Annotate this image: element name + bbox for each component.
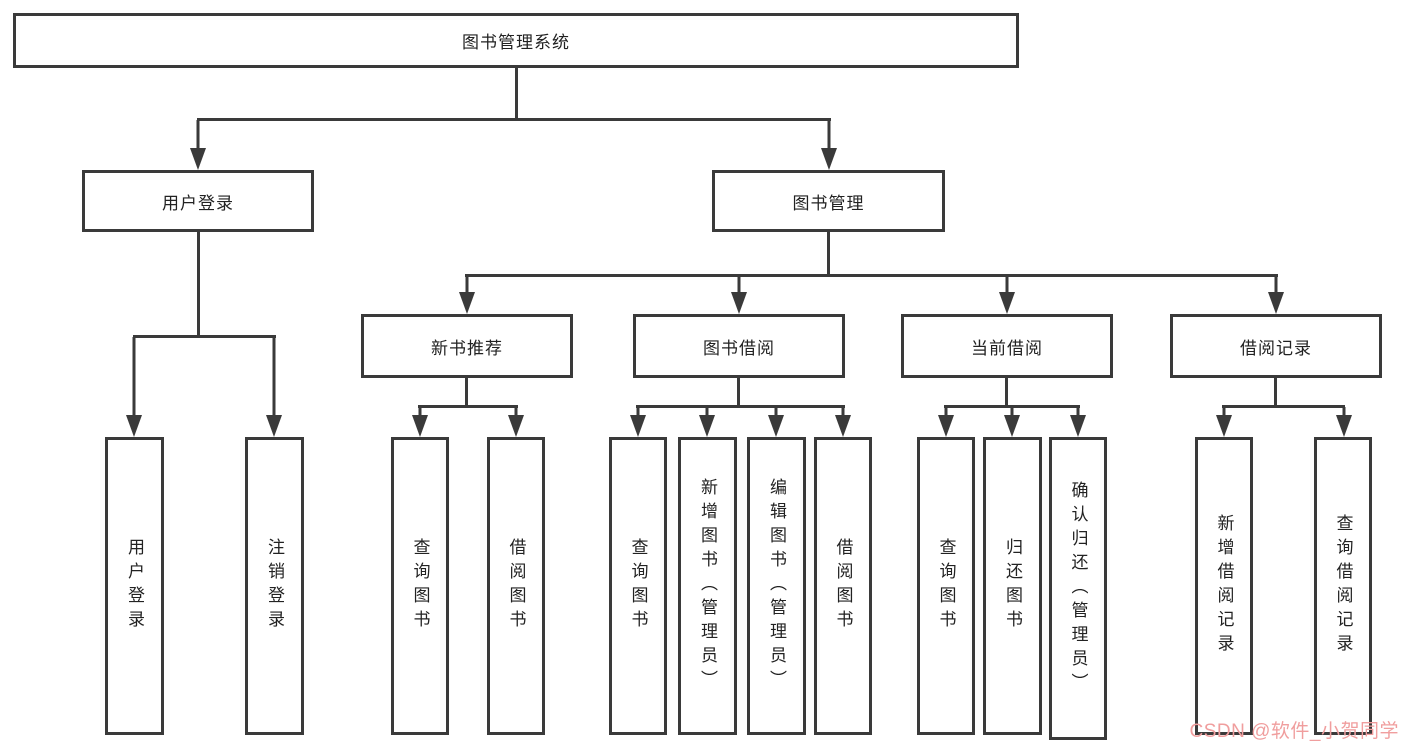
node-label: 确认归还（管理员） (1068, 480, 1088, 697)
leaf-add-book-admin: 新增图书（管理员） (678, 437, 737, 735)
node-book-borrowing: 图书借阅 (633, 314, 845, 378)
node-label: 借阅图书 (506, 538, 526, 634)
connector-line (944, 405, 1080, 408)
node-label: 借阅记录 (1240, 338, 1312, 358)
node-current-borrowing: 当前借阅 (901, 314, 1113, 378)
node-new-book-recommendation: 新书推荐 (361, 314, 573, 378)
connector-arrow (266, 337, 282, 437)
leaf-user-login: 用户登录 (105, 437, 164, 735)
leaf-query-books: 查询图书 (917, 437, 975, 735)
leaf-query-borrow-record: 查询借阅记录 (1314, 437, 1372, 735)
connector-line (418, 405, 518, 408)
node-label: 查询借阅记录 (1333, 514, 1353, 658)
node-borrowing-records: 借阅记录 (1170, 314, 1382, 378)
node-label: 图书管理系统 (462, 33, 570, 52)
node-label: 借阅图书 (833, 538, 853, 634)
connector-arrow (938, 407, 954, 437)
connector-arrow (412, 407, 428, 437)
connector-line (636, 405, 845, 408)
connector-arrow (835, 407, 851, 437)
connector-arrow (190, 120, 206, 170)
node-label: 新增借阅记录 (1214, 514, 1234, 658)
leaf-borrow-books: 借阅图书 (814, 437, 872, 735)
node-label: 查询图书 (628, 538, 648, 634)
connector-arrow (1336, 407, 1352, 437)
leaf-edit-book-admin: 编辑图书（管理员） (747, 437, 806, 735)
connector-arrow (459, 276, 475, 314)
node-label: 新书推荐 (431, 338, 503, 358)
node-root-library-management-system: 图书管理系统 (13, 13, 1019, 68)
leaf-query-books: 查询图书 (391, 437, 449, 735)
connector-arrow (731, 276, 747, 314)
connector-arrow (508, 407, 524, 437)
node-label: 注销登录 (265, 538, 284, 634)
node-label: 查询图书 (936, 538, 956, 634)
connector-arrow (630, 407, 646, 437)
node-label: 图书管理 (792, 193, 865, 213)
node-label: 图书借阅 (703, 338, 775, 358)
node-label: 当前借阅 (971, 338, 1043, 358)
connector-line (465, 274, 1278, 277)
connector-arrow (768, 407, 784, 437)
connector-line (1222, 405, 1345, 408)
connector-arrow (1268, 276, 1284, 314)
node-label: 新增图书（管理员） (698, 478, 717, 694)
leaf-borrow-books: 借阅图书 (487, 437, 545, 735)
connector-arrow (1216, 407, 1232, 437)
connector-arrow (1070, 407, 1086, 437)
node-user-login: 用户登录 (82, 170, 314, 232)
connector-line (1274, 378, 1277, 405)
node-label: 查询图书 (410, 538, 430, 634)
connector-line (827, 232, 830, 274)
node-label: 用户登录 (125, 538, 144, 634)
connector-line (737, 378, 740, 405)
connector-arrow (1004, 407, 1020, 437)
leaf-confirm-return-admin: 确认归还（管理员） (1049, 437, 1107, 740)
connector-arrow (699, 407, 715, 437)
node-book-management: 图书管理 (712, 170, 945, 232)
node-label: 用户登录 (162, 193, 234, 213)
connector-arrow (821, 120, 837, 170)
csdn-watermark: CSDN @软件_小贺同学 (1189, 721, 1399, 742)
connector-arrow (999, 276, 1015, 314)
leaf-query-books: 查询图书 (609, 437, 667, 735)
connector-line (197, 118, 831, 121)
leaf-logout: 注销登录 (245, 437, 304, 735)
connector-line (133, 335, 276, 338)
connector-arrow (126, 337, 142, 437)
connector-line (1005, 378, 1008, 405)
connector-line (197, 232, 200, 335)
node-label: 归还图书 (1003, 538, 1022, 634)
connector-line (515, 68, 518, 118)
leaf-return-book: 归还图书 (983, 437, 1042, 735)
connector-line (465, 378, 468, 405)
leaf-add-borrow-record: 新增借阅记录 (1195, 437, 1253, 735)
node-label: 编辑图书（管理员） (767, 478, 786, 694)
